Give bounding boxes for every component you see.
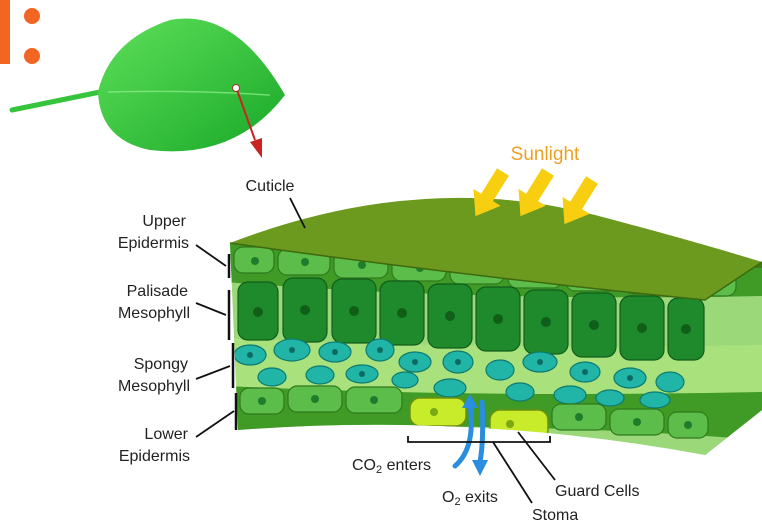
label-upper-epidermis-line2: Epidermis xyxy=(118,235,189,252)
label-cuticle: Cuticle xyxy=(246,178,295,195)
leaf-illustration xyxy=(12,19,285,158)
label-stoma: Stoma xyxy=(532,507,578,524)
label-o2-exits: O2 exits xyxy=(442,489,498,508)
label-palisade-line2: Mesophyll xyxy=(118,305,190,322)
label-palisade-line1: Palisade xyxy=(127,283,188,300)
label-spongy-line2: Mesophyll xyxy=(118,378,190,395)
label-lower-epidermis-line1: Lower xyxy=(144,426,188,443)
label-sunlight: Sunlight xyxy=(511,144,580,165)
label-spongy-line1: Spongy xyxy=(134,356,188,373)
label-guard-cells: Guard Cells xyxy=(555,483,639,500)
corner-accent xyxy=(0,0,40,64)
label-co2-enters: CO2 enters xyxy=(352,457,431,476)
label-upper-epidermis-line1: Upper xyxy=(142,213,186,230)
label-lower-epidermis-line2: Epidermis xyxy=(119,448,190,465)
